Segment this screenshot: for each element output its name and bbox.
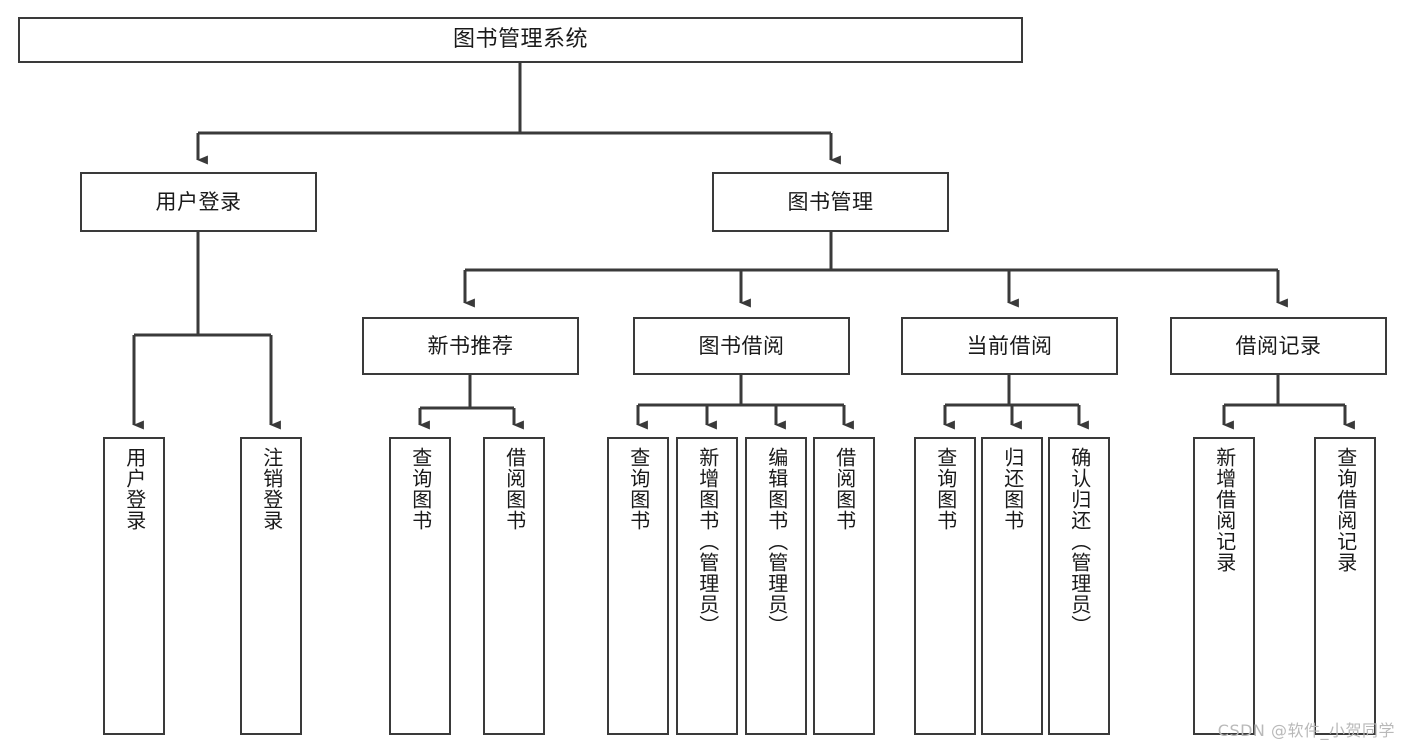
- node-label: 查询图书: [626, 447, 651, 531]
- node-label: 借阅图书: [832, 447, 857, 531]
- node-label: 新增借阅记录: [1212, 447, 1237, 573]
- node-label: 查询图书: [408, 447, 433, 531]
- node-leaf-borrow-book-2[interactable]: 借阅图书: [813, 437, 875, 735]
- node-leaf-add-record[interactable]: 新增借阅记录: [1193, 437, 1255, 735]
- node-label: 借阅图书: [502, 447, 527, 531]
- node-leaf-edit-book[interactable]: 编辑图书（管理员）: [745, 437, 807, 735]
- node-current-borrow[interactable]: 当前借阅: [901, 317, 1118, 375]
- node-label: 新书推荐: [427, 333, 514, 358]
- node-leaf-query-book-1[interactable]: 查询图书: [389, 437, 451, 735]
- node-leaf-logout[interactable]: 注销登录: [240, 437, 302, 735]
- node-label: 确认归还（管理员）: [1067, 447, 1092, 636]
- node-label: 借阅记录: [1235, 333, 1322, 358]
- node-new-book-rec[interactable]: 新书推荐: [362, 317, 579, 375]
- node-label: 图书借阅: [698, 333, 785, 358]
- node-borrow-record[interactable]: 借阅记录: [1170, 317, 1387, 375]
- node-leaf-return-book[interactable]: 归还图书: [981, 437, 1043, 735]
- node-label: 编辑图书（管理员）: [764, 447, 789, 636]
- node-root-system[interactable]: 图书管理系统: [18, 17, 1023, 63]
- node-label: 当前借阅: [966, 333, 1053, 358]
- node-label: 用户登录: [155, 189, 242, 214]
- node-label: 查询图书: [933, 447, 958, 531]
- node-label: 用户登录: [122, 447, 147, 531]
- node-label: 新增图书（管理员）: [695, 447, 720, 636]
- node-leaf-query-book-3[interactable]: 查询图书: [914, 437, 976, 735]
- node-leaf-add-book[interactable]: 新增图书（管理员）: [676, 437, 738, 735]
- node-label: 归还图书: [1000, 447, 1025, 531]
- node-leaf-query-book-2[interactable]: 查询图书: [607, 437, 669, 735]
- node-leaf-user-login[interactable]: 用户登录: [103, 437, 165, 735]
- node-user-login[interactable]: 用户登录: [80, 172, 317, 232]
- node-label: 注销登录: [259, 447, 284, 531]
- watermark-text: CSDN @软件_小贺同学: [1217, 721, 1395, 740]
- node-label: 图书管理: [787, 189, 874, 214]
- node-leaf-confirm-return[interactable]: 确认归还（管理员）: [1048, 437, 1110, 735]
- node-label: 图书管理系统: [452, 27, 588, 53]
- node-label: 查询借阅记录: [1333, 447, 1358, 573]
- node-book-manage[interactable]: 图书管理: [712, 172, 949, 232]
- node-book-borrow[interactable]: 图书借阅: [633, 317, 850, 375]
- node-leaf-borrow-book-1[interactable]: 借阅图书: [483, 437, 545, 735]
- node-leaf-query-record[interactable]: 查询借阅记录: [1314, 437, 1376, 735]
